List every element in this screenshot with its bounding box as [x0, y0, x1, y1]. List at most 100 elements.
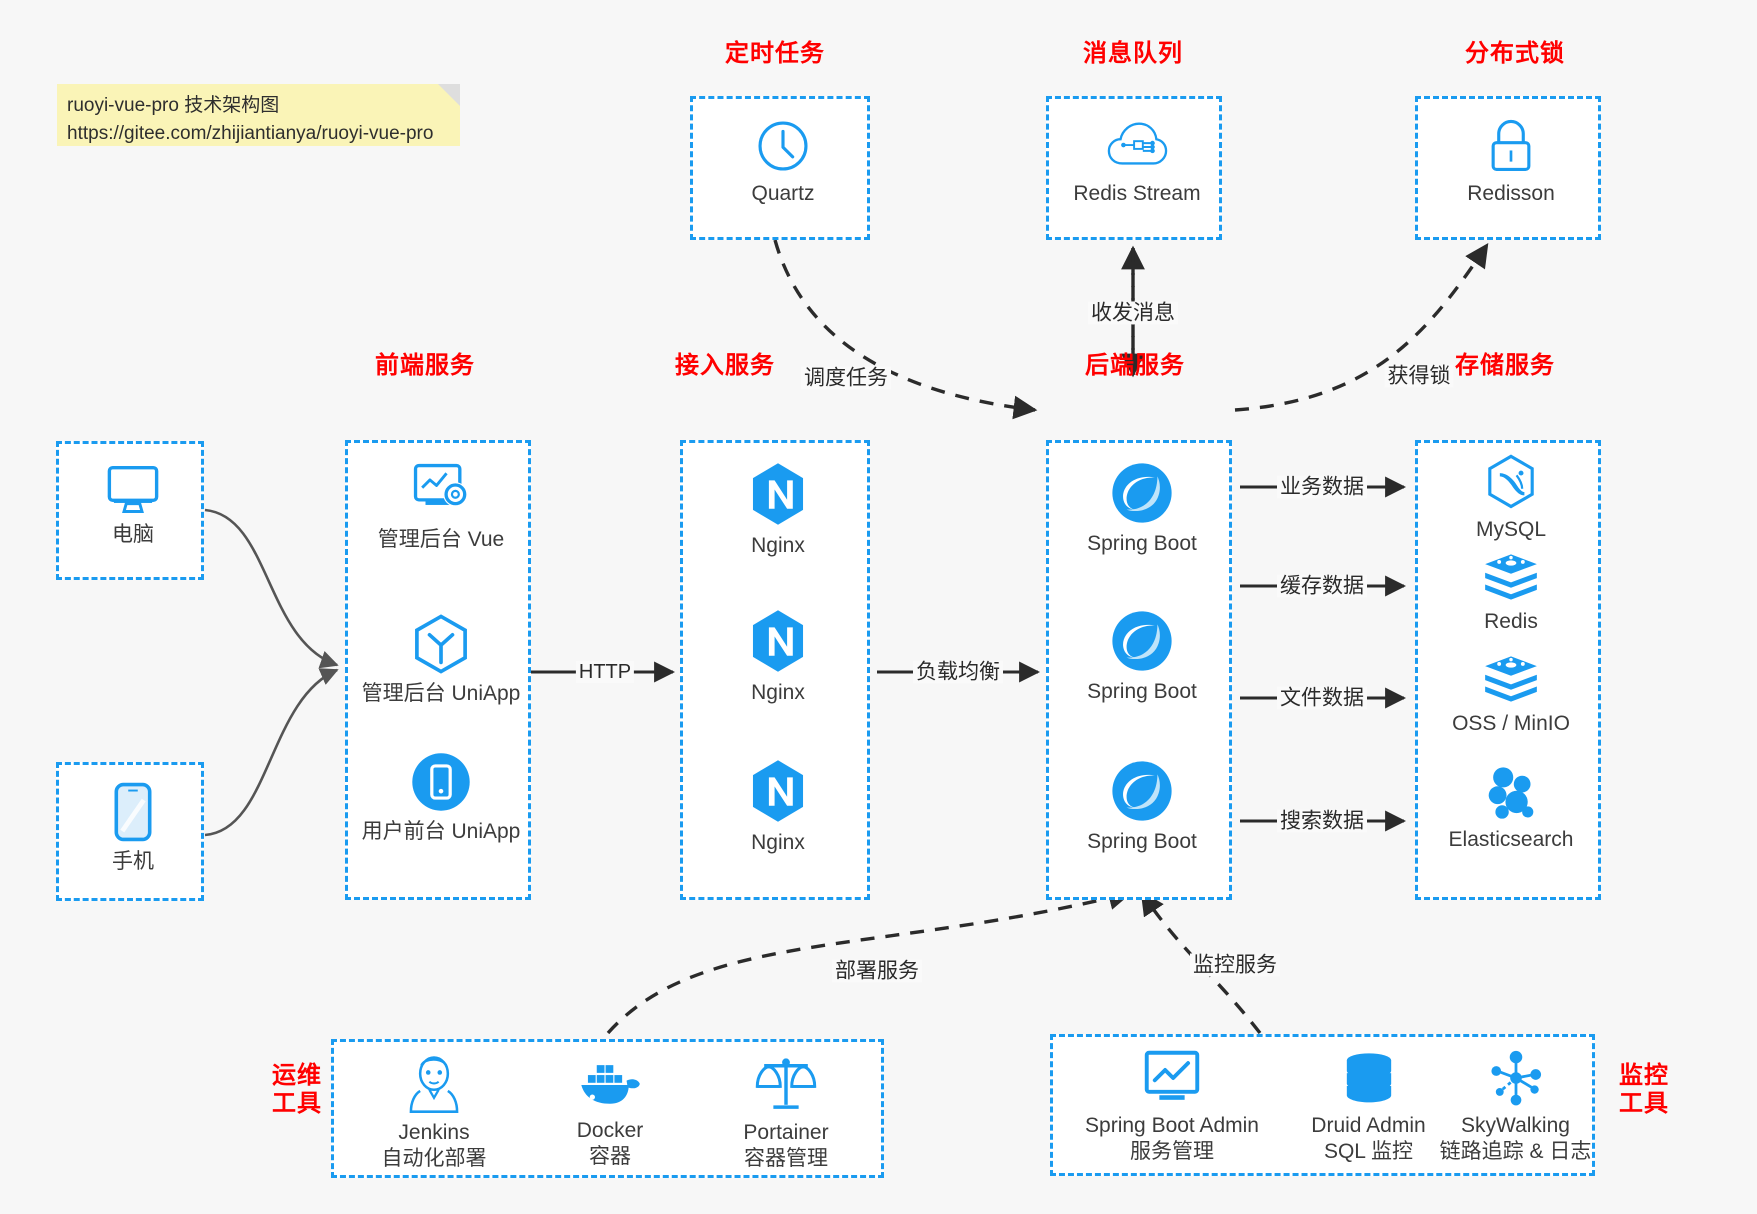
node-admin-uniapp[interactable]: 管理后台 UniApp [348, 613, 534, 707]
clock-icon [758, 121, 808, 171]
edge-label-schedule-task: 调度任务 [801, 366, 891, 390]
group-title-monitoring: 监控 工具 [1609, 1062, 1679, 1119]
jenkins-icon [409, 1056, 459, 1113]
desktop-icon [107, 465, 159, 513]
edge-label-search-data: 搜索数据 [1277, 809, 1367, 833]
skywalking-icon [1490, 1050, 1541, 1106]
node-spring-boot-1[interactable]: Spring Boot [1049, 461, 1235, 557]
group-title-scheduler: 定时任务 [725, 40, 825, 67]
node-label: Spring Boot [1087, 830, 1197, 853]
node-label: Nginx [751, 831, 805, 854]
node-label: 手机 [112, 850, 154, 873]
node-spring-boot-3[interactable]: Spring Boot [1049, 759, 1235, 855]
uniapp-hex-icon [415, 614, 467, 674]
node-label: OSS / MinIO [1452, 712, 1570, 735]
node-nginx-2[interactable]: Nginx [683, 608, 873, 706]
edge-label-acquire-lock: 获得锁 [1384, 364, 1454, 388]
node-nginx-3[interactable]: Nginx [683, 758, 873, 856]
group-monitoring: Spring Boot Admin 服务管理 Druid Admin SQL 监… [1050, 1034, 1595, 1176]
node-label: 电脑 [112, 523, 154, 546]
edge-label-monitor-service: 监控服务 [1190, 953, 1280, 977]
edge-label-http: HTTP [575, 661, 635, 683]
nginx-icon [752, 760, 804, 822]
node-label: MySQL [1475, 518, 1546, 541]
group-lock: Redisson [1415, 96, 1601, 240]
node-label: 管理后台 UniApp [361, 682, 521, 705]
node-oss-minio[interactable]: OSS / MinIO [1418, 653, 1604, 737]
edge-phone-to-frontend [204, 668, 339, 837]
note-line-1: ruoyi-vue-pro 技术架构图 [67, 95, 280, 116]
group-title-storage: 存储服务 [1455, 352, 1555, 379]
node-spring-boot-admin[interactable]: Spring Boot Admin 服务管理 [1057, 1049, 1287, 1164]
nginx-icon [752, 610, 804, 672]
node-redis[interactable]: Redis [1418, 551, 1604, 635]
node-docker[interactable]: Docker 容器 [520, 1058, 700, 1169]
node-redisson[interactable]: Redisson [1418, 117, 1604, 207]
node-label: Portainer [743, 1121, 829, 1144]
group-title-devops: 运维 工具 [262, 1062, 332, 1119]
node-label: 管理后台 Vue [377, 528, 505, 551]
node-elasticsearch[interactable]: Elasticsearch [1418, 765, 1604, 853]
group-title-devops-line2: 工具 [272, 1090, 322, 1118]
node-druid-admin[interactable]: Druid Admin SQL 监控 [1281, 1051, 1456, 1164]
database-icon [1346, 1053, 1391, 1103]
node-user-uniapp[interactable]: 用户前台 UniApp [348, 751, 534, 845]
node-label: Spring Boot [1087, 680, 1197, 703]
note-fold-corner [438, 84, 460, 106]
note-line-2: https://gitee.com/zhijiantianya/ruoyi-vu… [67, 122, 434, 144]
group-title-monitoring-line2: 工具 [1619, 1090, 1669, 1118]
edge-label-send-recv-msg: 收发消息 [1088, 301, 1178, 325]
group-mq: Redis Stream [1046, 96, 1222, 240]
cloud-stream-icon [1107, 122, 1168, 165]
edge-label-deploy-service: 部署服务 [832, 959, 922, 983]
node-desktop[interactable]: 电脑 [59, 462, 207, 548]
node-spring-boot-2[interactable]: Spring Boot [1049, 609, 1235, 705]
node-redis-stream[interactable]: Redis Stream [1049, 117, 1225, 207]
node-label: Redis [1484, 610, 1538, 633]
group-title-mq: 消息队列 [1083, 40, 1183, 67]
node-label: Nginx [751, 534, 805, 557]
scales-icon [755, 1058, 817, 1109]
node-sublabel: SQL 监控 [1323, 1139, 1414, 1163]
node-quartz[interactable]: Quartz [693, 117, 873, 207]
edge-label-file-data: 文件数据 [1277, 686, 1367, 710]
node-portainer[interactable]: Portainer 容器管理 [696, 1052, 876, 1171]
group-title-devops-line1: 运维 [272, 1062, 322, 1089]
node-admin-vue[interactable]: 管理后台 Vue [348, 461, 534, 553]
group-title-backend: 后端服务 [1085, 352, 1185, 379]
docker-icon [581, 1065, 640, 1104]
edge-label-business-data: 业务数据 [1277, 475, 1367, 499]
node-label: Nginx [751, 681, 805, 704]
mobile-circle-icon [412, 753, 470, 811]
node-label: SkyWalking [1461, 1114, 1570, 1137]
group-client-phone: 手机 [56, 762, 204, 901]
nginx-icon [752, 463, 804, 525]
node-label: Spring Boot [1087, 532, 1197, 555]
group-scheduler: Quartz [690, 96, 870, 240]
edge-label-load-balance: 负载均衡 [913, 660, 1003, 684]
spring-icon [1112, 611, 1172, 671]
group-devops: Jenkins 自动化部署 Docker 容器 [331, 1039, 884, 1178]
node-mysql[interactable]: MySQL [1418, 453, 1604, 543]
mysql-icon [1488, 454, 1534, 509]
node-phone[interactable]: 手机 [59, 781, 207, 875]
sticky-note: ruoyi-vue-pro 技术架构图 https://gitee.com/zh… [57, 84, 460, 146]
edge-desktop-to-frontend [204, 508, 339, 669]
group-backend: Spring Boot Spring Boot Spring Boot [1046, 440, 1232, 900]
redis-icon [1485, 554, 1537, 600]
node-jenkins[interactable]: Jenkins 自动化部署 [344, 1054, 524, 1171]
lock-icon [1491, 119, 1531, 171]
group-title-monitoring-line1: 监控 [1619, 1062, 1669, 1089]
node-sublabel: 链路追踪 & 日志 [1439, 1139, 1592, 1163]
node-nginx-1[interactable]: Nginx [683, 461, 873, 559]
group-title-gateway: 接入服务 [675, 352, 775, 379]
node-label: Redis Stream [1073, 182, 1201, 205]
edge-label-cache-data: 缓存数据 [1277, 574, 1367, 598]
node-label: Druid Admin [1311, 1114, 1426, 1137]
group-title-frontend: 前端服务 [375, 352, 475, 379]
dashboard-gear-icon [413, 463, 468, 507]
node-label: Jenkins [398, 1121, 470, 1144]
node-skywalking[interactable]: SkyWalking 链路追踪 & 日志 [1433, 1049, 1598, 1164]
node-label: Redisson [1467, 182, 1555, 205]
node-label: Elasticsearch [1448, 828, 1574, 851]
